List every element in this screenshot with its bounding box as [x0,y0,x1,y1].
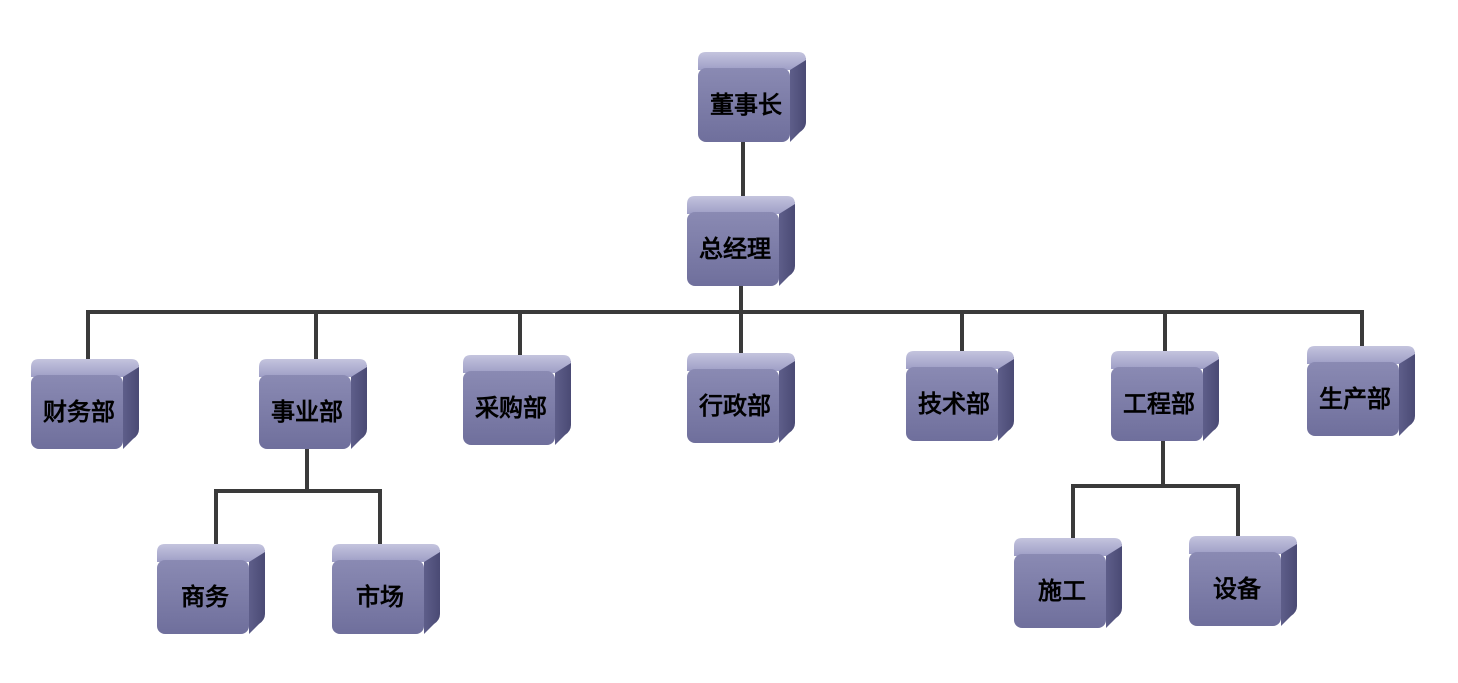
box-front-face [259,375,351,449]
box-top-face [157,544,265,562]
box-top-face [1189,536,1297,554]
box-side-face [998,357,1014,441]
box-top-face [687,353,795,371]
box-side-face [779,202,795,286]
box-top-face [1111,351,1219,369]
org-node-administration: 行政部 [687,353,795,443]
org-node-production: 生产部 [1307,346,1415,436]
org-node-label: 生产部 [1319,385,1391,413]
box-front-face [1111,367,1203,441]
org-node-label: 技术部 [918,390,990,418]
box-front-face [1189,552,1281,626]
org-node-label: 商务 [181,583,230,611]
org-node-commerce: 商务 [157,544,265,634]
box-front-face [31,375,123,449]
org-node-finance: 财务部 [31,359,139,449]
box-side-face [351,365,367,449]
org-node-label: 工程部 [1123,390,1195,418]
box-top-face [1307,346,1415,364]
org-node-engineering: 工程部 [1111,351,1219,441]
org-node-label: 总经理 [699,235,771,263]
box-front-face [332,560,424,634]
box-side-face [249,550,265,634]
org-node-label: 行政部 [698,392,771,420]
org-node-construction: 施工 [1014,538,1122,628]
box-side-face [1399,352,1415,436]
box-side-face [790,58,806,142]
box-side-face [1203,357,1219,441]
box-front-face [157,560,249,634]
box-top-face [259,359,367,377]
box-top-face [687,196,795,214]
org-node-procurement: 采购部 [463,355,571,445]
box-side-face [779,359,795,443]
box-front-face [906,367,998,441]
box-side-face [555,361,571,445]
org-node-equipment: 设备 [1189,536,1297,626]
org-node-technology: 技术部 [906,351,1014,441]
org-node-general-manager: 总经理 [687,196,795,286]
org-node-market: 市场 [332,544,440,634]
org-node-label: 财务部 [43,398,115,426]
box-side-face [1106,544,1122,628]
org-node-label: 事业部 [271,398,343,426]
box-front-face [698,68,790,142]
org-node-chairman: 董事长 [698,52,806,142]
box-front-face [1307,362,1399,436]
box-front-face [1014,554,1106,628]
box-top-face [332,544,440,562]
box-front-face [687,212,779,286]
box-front-face [687,369,779,443]
org-node-business: 事业部 [259,359,367,449]
org-node-label: 设备 [1213,575,1262,603]
box-side-face [424,550,440,634]
box-top-face [698,52,806,70]
org-node-label: 施工 [1038,577,1086,605]
box-top-face [906,351,1014,369]
box-front-face [463,371,555,445]
box-side-face [1281,542,1297,626]
box-top-face [31,359,139,377]
org-node-label: 市场 [356,583,404,611]
box-top-face [463,355,571,373]
org-node-label: 董事长 [710,91,783,119]
box-side-face [123,365,139,449]
connector-lines [86,136,1364,552]
org-node-label: 采购部 [475,394,547,422]
box-top-face [1014,538,1122,556]
